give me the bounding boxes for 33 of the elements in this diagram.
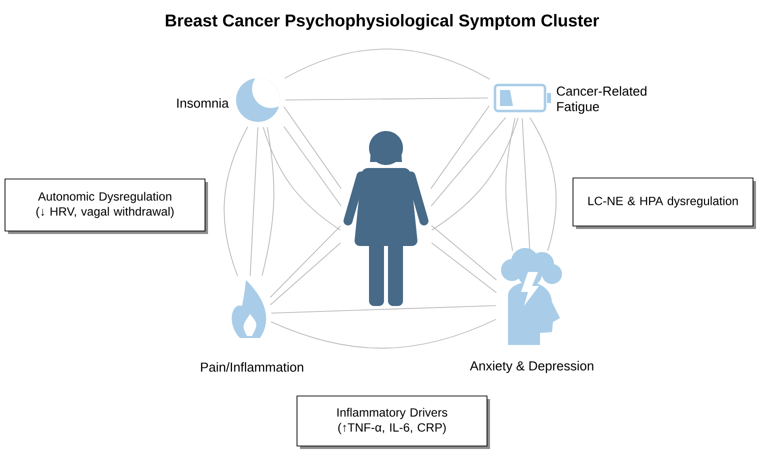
text-box: LC-NE & HPA dysregulation <box>572 178 756 229</box>
icon-label: Anxiety & Depression <box>470 360 594 374</box>
connector-line <box>431 242 497 294</box>
connector-line <box>270 242 341 306</box>
connector-line <box>529 117 557 252</box>
text-box: Autonomic Dysregulation (↓ HRV, vagal withdrawal) <box>4 178 208 234</box>
icon-label: Pain/Inflammation <box>201 362 304 372</box>
connector-line <box>270 225 342 298</box>
icon-label: Cancer-Related Fatigue <box>556 86 646 114</box>
connector-line <box>431 225 497 280</box>
battery-icon <box>494 84 551 112</box>
connector-line <box>522 118 530 252</box>
woman-figure <box>344 131 428 306</box>
connector-line <box>284 48 490 80</box>
connector-line <box>250 126 258 276</box>
connector-line <box>224 126 248 276</box>
connector-line <box>270 318 496 349</box>
connector-line <box>431 118 518 230</box>
connector-line <box>430 117 506 206</box>
connector-line <box>430 106 490 189</box>
connector-line <box>284 106 342 189</box>
head-cloud-icon <box>501 248 562 345</box>
icon-label: Insomnia <box>177 98 229 108</box>
connector-line <box>284 126 342 206</box>
connector-line <box>262 126 274 276</box>
connector-line <box>270 305 496 314</box>
flame-icon <box>232 280 266 338</box>
connector-line <box>505 118 516 252</box>
title: Breast Cancer Psychophysiological Symptom Cluster <box>166 14 599 30</box>
connector-line <box>262 126 341 230</box>
moon-icon <box>236 78 280 122</box>
text-box: Inflammatory Drivers (↑TNF-α, IL-6, CRP) <box>296 396 490 449</box>
connector-line <box>284 98 488 100</box>
